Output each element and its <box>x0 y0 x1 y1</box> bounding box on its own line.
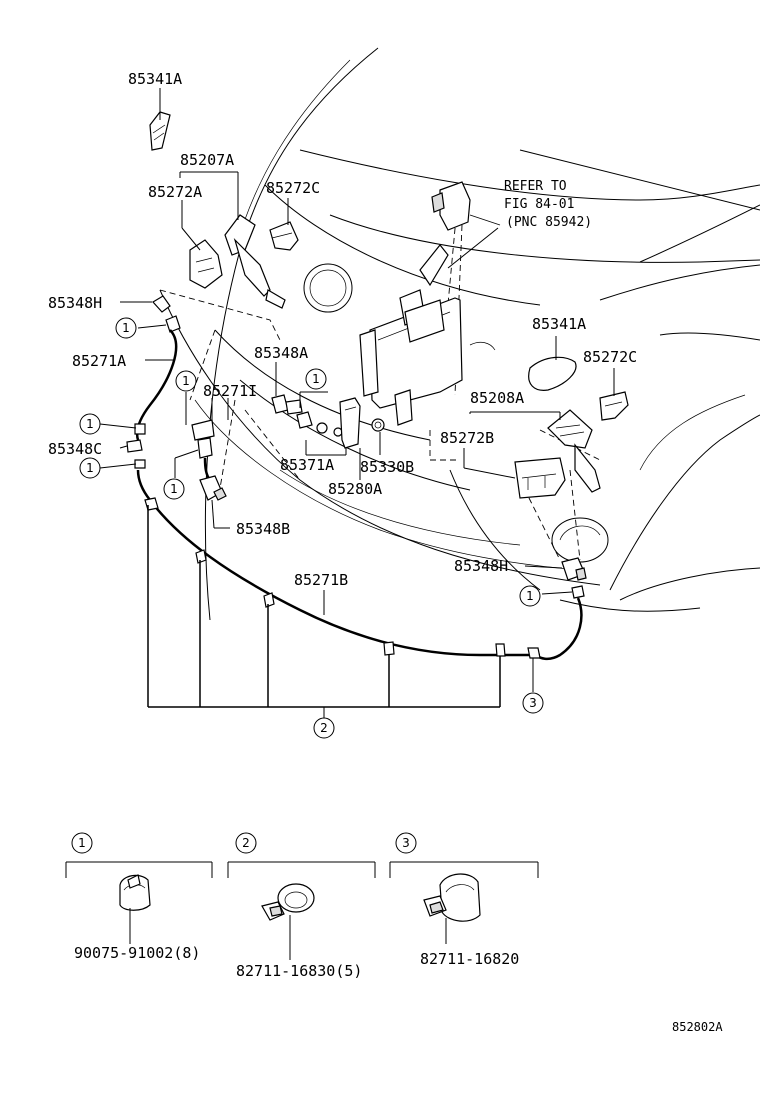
svg-text:1: 1 <box>526 589 534 603</box>
label-85348a: 85348A <box>254 344 308 362</box>
legend-item-3: 3 82711-16820 <box>389 832 539 968</box>
svg-text:1: 1 <box>86 417 94 431</box>
label-85272b: 85272B <box>440 429 494 447</box>
label-85330b: 85330B <box>360 458 414 476</box>
legend-item-2: 2 82711-16830(5) <box>227 832 376 980</box>
svg-text:1: 1 <box>170 482 178 496</box>
label-85371a: 85371A <box>280 456 334 474</box>
legend-item-1: 1 90075-91002(8) <box>65 832 213 962</box>
callout-3-main: 3 <box>522 692 544 714</box>
refer-note-line-1: REFER TO <box>504 179 567 194</box>
svg-text:1: 1 <box>122 321 130 335</box>
svg-text:2: 2 <box>242 836 250 850</box>
svg-text:1: 1 <box>312 372 320 386</box>
label-85271b: 85271B <box>294 571 348 589</box>
callout-1-f: 1 <box>163 478 185 500</box>
callout-1-g: 1 <box>519 585 541 607</box>
left-cleaner-assembly <box>126 111 299 501</box>
washer-tank <box>359 244 496 426</box>
callout-2-main: 2 <box>313 717 335 739</box>
label-85341a-top: 85341A <box>128 70 182 88</box>
svg-text:1: 1 <box>182 374 190 388</box>
svg-text:2: 2 <box>320 721 328 735</box>
label-85272c-right: 85272C <box>583 348 637 366</box>
label-85280a: 85280A <box>328 480 382 498</box>
callout-1-e: 1 <box>79 457 101 479</box>
label-85208a: 85208A <box>470 389 524 407</box>
clip-legend: 1 90075-91002(8) 2 <box>65 832 539 980</box>
refer-note-line-3: (PNC 85942) <box>506 215 592 230</box>
label-85348h-right: 85348H <box>454 557 508 575</box>
part-labels: 85341A 85207A 85272A 85272C 85348H 85271… <box>48 70 637 589</box>
callout-1-c: 1 <box>305 368 327 390</box>
refer-note-line-2: FIG 84-01 <box>504 197 574 212</box>
callout-1-b: 1 <box>175 370 197 392</box>
leader-lines <box>99 88 615 615</box>
label-85271i: 85271I <box>203 382 257 400</box>
right-cleaner-assembly <box>514 356 629 661</box>
legend-part-no-1: 90075-91002(8) <box>74 944 200 962</box>
label-85207a: 85207A <box>180 151 234 169</box>
svg-text:3: 3 <box>529 696 537 710</box>
clip-90075-icon <box>119 874 151 911</box>
callout-2-bracket <box>147 505 534 718</box>
label-85272c-top: 85272C <box>266 179 320 197</box>
svg-text:1: 1 <box>86 461 94 475</box>
label-85341a-right: 85341A <box>532 315 586 333</box>
legend-part-no-3: 82711-16820 <box>420 950 519 968</box>
center-joints <box>191 394 385 501</box>
svg-text:3: 3 <box>402 836 410 850</box>
label-85348h-left: 85348H <box>48 294 102 312</box>
callouts: 1 1 1 1 1 1 1 2 3 <box>79 317 544 739</box>
clip-82711-16830-icon <box>261 883 315 921</box>
label-85271a: 85271A <box>72 352 126 370</box>
callout-1-d: 1 <box>79 413 101 435</box>
label-85272a: 85272A <box>148 183 202 201</box>
main-hose-85271b <box>144 497 541 659</box>
callout-1-a: 1 <box>115 317 137 339</box>
label-85348b: 85348B <box>236 520 290 538</box>
legend-part-no-2: 82711-16830(5) <box>236 962 362 980</box>
washer-pump-refer-part <box>431 181 501 269</box>
svg-text:1: 1 <box>78 836 86 850</box>
refer-note: REFER TO FIG 84-01 (PNC 85942) <box>504 179 592 230</box>
figure-code: 852802A <box>672 1020 723 1034</box>
label-85348c: 85348C <box>48 440 102 458</box>
clip-82711-16820-icon <box>423 873 481 922</box>
